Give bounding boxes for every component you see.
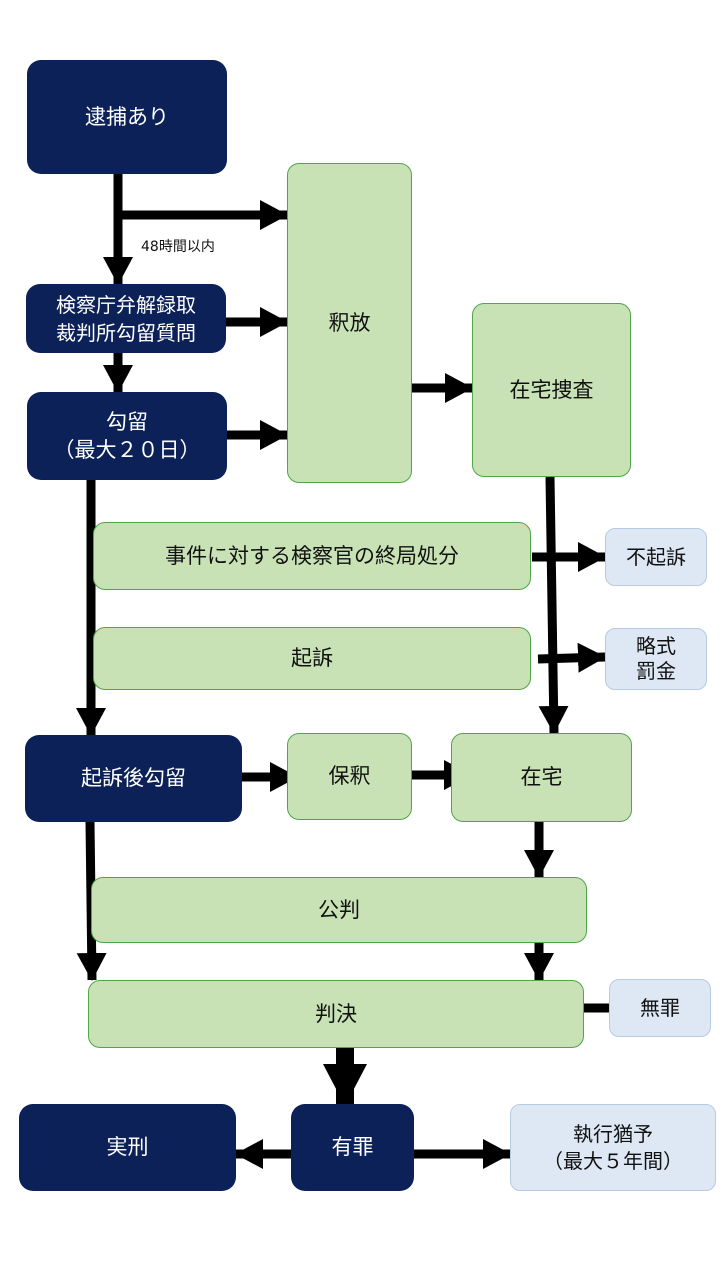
node-bail: 保釈 [287, 733, 412, 820]
node-imprisonment: 実刑 [19, 1104, 236, 1191]
node-summary-fine: 略式 罰金 [605, 628, 707, 690]
node-no-indictment: 不起訴 [605, 528, 707, 586]
node-prosecutor-court: 検察庁弁解録取 裁判所勾留質問 [26, 284, 226, 353]
node-guilty: 有罪 [291, 1104, 414, 1191]
node-final-disposition: 事件に対する検察官の終局処分 [93, 522, 531, 590]
node-judgment: 判決 [88, 980, 584, 1048]
arrow-indictment-to-summary-fine [537, 642, 606, 673]
node-arrest: 逮捕あり [27, 60, 227, 174]
arrow-home-investigation-to-at-home [538, 476, 569, 734]
label-48-hours: 48時間以内 [141, 239, 215, 255]
node-not-guilty: 無罪 [609, 979, 711, 1037]
node-release: 釈放 [287, 163, 412, 483]
node-detention: 勾留 （最大２０日） [27, 392, 227, 480]
node-suspended-sentence: 執行猶予 （最大５年間） [510, 1104, 716, 1191]
node-trial: 公判 [91, 877, 587, 943]
node-home-investigation: 在宅捜査 [472, 303, 631, 477]
node-indictment: 起訴 [93, 627, 531, 690]
node-at-home: 在宅 [451, 733, 632, 822]
node-post-indictment-detention: 起訴後勾留 [25, 735, 242, 822]
